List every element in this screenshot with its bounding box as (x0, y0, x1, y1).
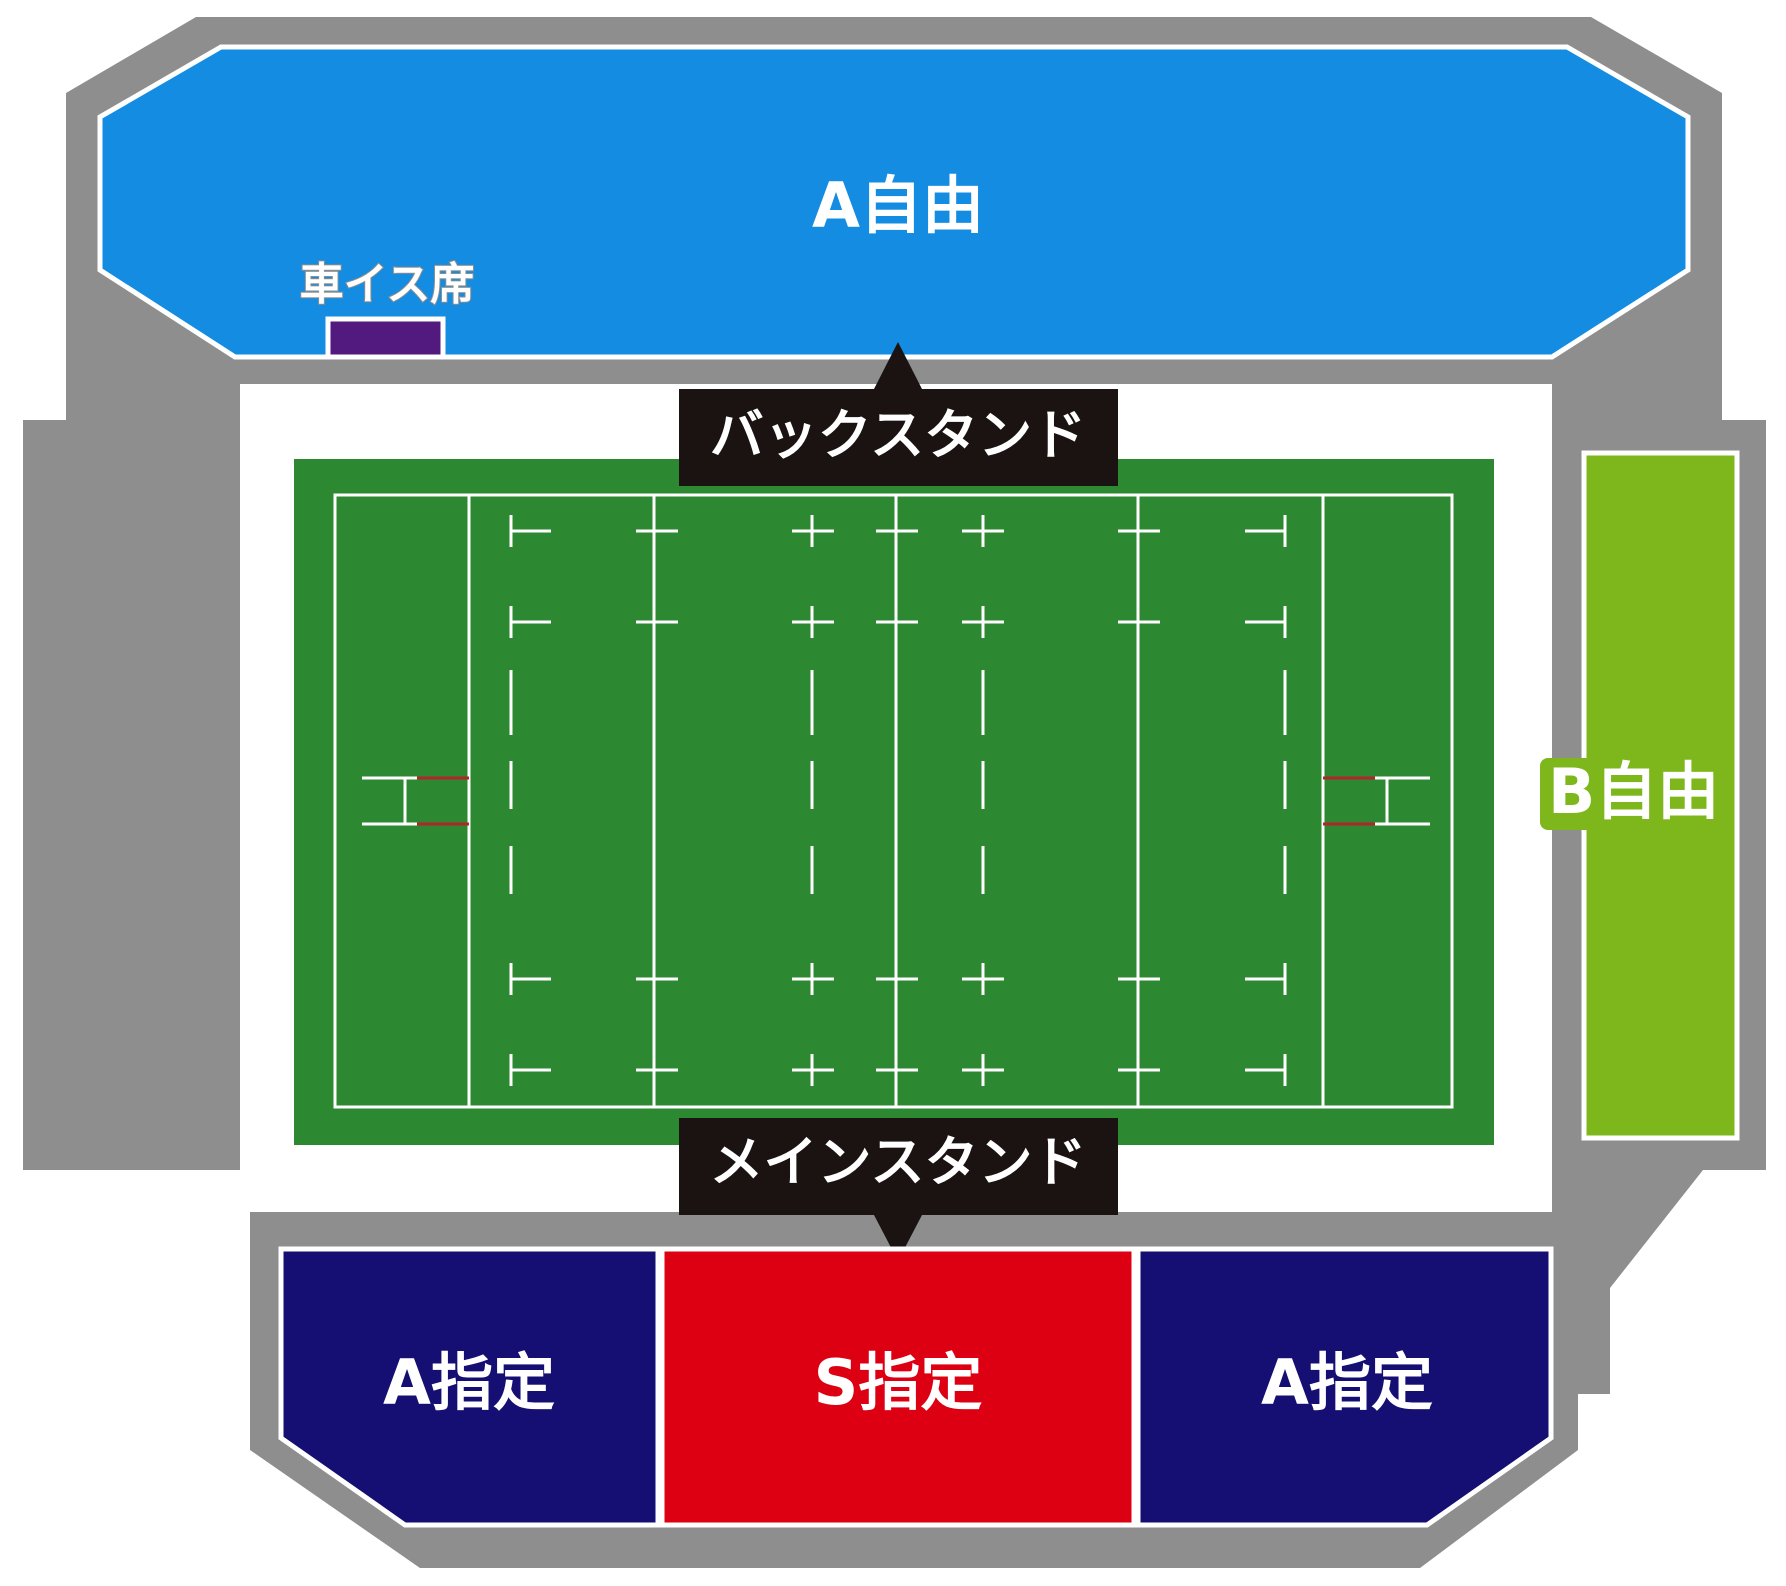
back-stand-arrow-icon (874, 342, 922, 389)
section-side-b-free-tag-bg (1540, 758, 1594, 830)
section-back-a-free[interactable]: A自由 (97, 44, 1691, 360)
main-stand-banner: メインスタンド (679, 1118, 1118, 1261)
pitch-dash-marks (509, 515, 1287, 1086)
back-stand-label: バックスタンド (710, 404, 1086, 467)
main-stand-arrow-icon (874, 1215, 922, 1261)
section-wheelchair[interactable]: 車イス席 (299, 258, 475, 360)
section-main-a-left[interactable]: A指定 (278, 1246, 661, 1528)
rugby-pitch (294, 459, 1494, 1145)
section-back-a-free-label: A自由 (812, 169, 984, 242)
section-back-a-free-area[interactable] (97, 44, 1691, 360)
section-main-a-left-area[interactable] (278, 1246, 661, 1528)
main-stand-banner-bg (679, 1118, 1118, 1215)
back-stand-banner-bg (679, 389, 1118, 486)
section-side-b-free[interactable]: B自由 (1540, 450, 1740, 1141)
section-main-s-area[interactable] (659, 1246, 1137, 1528)
section-main-a-left-label: A指定 (383, 1346, 555, 1419)
section-side-b-free-area[interactable] (1581, 450, 1740, 1141)
section-main-a-right-label: A指定 (1261, 1346, 1433, 1419)
section-main-s-label: S指定 (814, 1346, 983, 1419)
section-side-b-free-label: B自由 (1548, 755, 1719, 828)
section-main-a-right[interactable]: A指定 (1135, 1246, 1554, 1528)
section-wheelchair-label: 車イス席 (300, 259, 475, 310)
pitch-markings (333, 493, 1454, 1109)
section-main-a-right-area[interactable] (1135, 1246, 1554, 1528)
section-main-s[interactable]: S指定 (659, 1246, 1137, 1528)
back-stand-banner: バックスタンド (679, 342, 1118, 486)
section-wheelchair-area[interactable] (325, 316, 446, 360)
main-stand-label: メインスタンド (710, 1131, 1087, 1194)
goalposts (362, 776, 1430, 826)
pitch-grass (294, 459, 1494, 1145)
pitch-boundary (333, 493, 1454, 1109)
